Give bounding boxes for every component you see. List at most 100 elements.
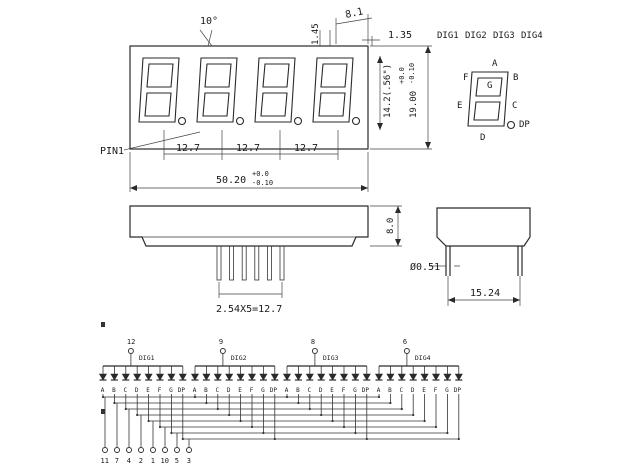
front-digits xyxy=(138,57,361,126)
width-dim-lines xyxy=(129,152,369,192)
digit-inner-upper xyxy=(146,63,174,88)
digit-height-label: 14.2(.56") xyxy=(383,64,393,118)
segment-letter-dp: DP xyxy=(270,387,278,394)
led-diode-dp xyxy=(362,373,371,381)
segment-pin-node xyxy=(138,447,144,453)
segment-pin-node xyxy=(126,447,132,453)
legend-seg-d: D xyxy=(480,133,485,143)
side-width-label: 15.24 xyxy=(470,288,500,299)
digit-inner-lower xyxy=(202,92,230,117)
side-width-dim-lines xyxy=(447,276,521,306)
legend-dig4: DIG4 xyxy=(521,31,543,41)
decimal-point xyxy=(235,116,245,126)
segment-bus-e: 1 xyxy=(148,420,425,465)
segment-pin-number: 3 xyxy=(187,457,191,465)
legend-seg-dp: DP xyxy=(519,120,530,130)
led-diode-b xyxy=(294,373,303,381)
pin-pitch-dim-lines xyxy=(218,282,283,298)
segment-letter-c: C xyxy=(124,387,128,394)
segment-letter-e: E xyxy=(330,387,334,394)
height-label: 19.00 xyxy=(409,91,419,118)
segment-bus-b: 7 xyxy=(114,402,391,465)
segment-letter-b: B xyxy=(296,387,300,394)
angle-marker xyxy=(199,29,213,47)
led-diode-b xyxy=(110,373,119,381)
corner-mark-bottom xyxy=(101,409,105,414)
segment-bus-g: 5 xyxy=(171,432,448,465)
segment-pin-node xyxy=(174,447,180,453)
led-diode-e xyxy=(328,373,337,381)
segment-letter-g: G xyxy=(445,387,449,394)
digit-inner-upper xyxy=(475,77,503,97)
segment-bus-dp: 3 xyxy=(182,438,459,465)
dim-1-45-label: 1.45 xyxy=(311,23,321,45)
segment-letter-f: F xyxy=(158,387,162,394)
segment-pin-number: 4 xyxy=(127,457,131,465)
pitch-label-3: 12.7 xyxy=(294,143,318,154)
common-pin-number: 6 xyxy=(403,338,407,346)
led-diode-f xyxy=(155,373,165,381)
width-tol-plus: +0.0 xyxy=(252,170,269,178)
digit-inner-lower xyxy=(260,92,288,117)
led-diode-e xyxy=(236,373,245,381)
digit-outer xyxy=(196,57,238,123)
led-diode-a xyxy=(374,373,384,381)
led-diode-c xyxy=(121,373,130,381)
segment-pin-number: 7 xyxy=(115,457,119,465)
pin-pitch-label: 2.54X5=12.7 xyxy=(216,304,282,315)
bottom-pin-4 xyxy=(254,245,260,281)
digit-label: DIG1 xyxy=(139,354,155,362)
bottom-pin-1 xyxy=(216,245,222,281)
led-diode-dp xyxy=(454,373,463,381)
digit-outer xyxy=(254,57,296,123)
led-diode-g xyxy=(167,373,176,381)
segment-letter-g: G xyxy=(169,387,173,394)
common-pin-node xyxy=(403,348,410,354)
bottom-pin-6 xyxy=(279,245,285,281)
dim-1-35-lines xyxy=(362,36,380,46)
led-diode-f xyxy=(431,373,441,381)
common-pin-node xyxy=(311,348,318,354)
common-pin-number: 8 xyxy=(311,338,315,346)
side-view: Ø0.51 15.24 xyxy=(410,207,531,306)
segment-legend: DIG1 DIG2 DIG3 DIG4 A B C D E F G DP xyxy=(437,31,543,143)
common-pin-number: 9 xyxy=(219,338,223,346)
legend-seg-f: F xyxy=(463,73,468,83)
front-outline xyxy=(129,45,369,150)
width-tol-minus: -0.10 xyxy=(252,179,273,187)
bottom-pin-3 xyxy=(241,245,247,281)
segment-letter-d: D xyxy=(135,387,139,394)
led-diode-e xyxy=(144,373,153,381)
segment-letter-a: A xyxy=(377,387,381,394)
front-view: 10° 1.45 8.1 1.35 14.2(.56") 19.00 +0.0 … xyxy=(100,6,432,192)
common-pin-number: 12 xyxy=(127,338,135,346)
decimal-point xyxy=(293,116,303,126)
digit-outer xyxy=(138,57,180,123)
front-digit-1 xyxy=(138,57,187,126)
bottom-pin-2 xyxy=(229,245,235,281)
segment-letter-b: B xyxy=(204,387,208,394)
width-label: 50.20 xyxy=(216,175,246,186)
legend-seg-g: G xyxy=(487,81,492,91)
led-diode-e xyxy=(420,373,429,381)
segment-bus-d: 2 xyxy=(137,414,414,465)
bottom-outline xyxy=(129,205,369,247)
segment-letter-c: C xyxy=(400,387,404,394)
legend-digit-shape xyxy=(467,71,516,130)
segment-pin-node xyxy=(114,447,120,453)
segment-letter-f: F xyxy=(250,387,254,394)
front-digit-3 xyxy=(254,57,303,126)
led-diode-dp xyxy=(178,373,187,381)
led-diode-g xyxy=(443,373,452,381)
segment-letter-c: C xyxy=(216,387,220,394)
segment-bus-a: 11 xyxy=(101,396,379,465)
led-diode-d xyxy=(133,373,142,381)
segment-letter-f: F xyxy=(342,387,346,394)
pin1-leader xyxy=(123,131,201,151)
digit-inner-lower xyxy=(144,92,172,117)
segment-bus-f: 10 xyxy=(160,426,436,465)
segment-letter-g: G xyxy=(261,387,265,394)
